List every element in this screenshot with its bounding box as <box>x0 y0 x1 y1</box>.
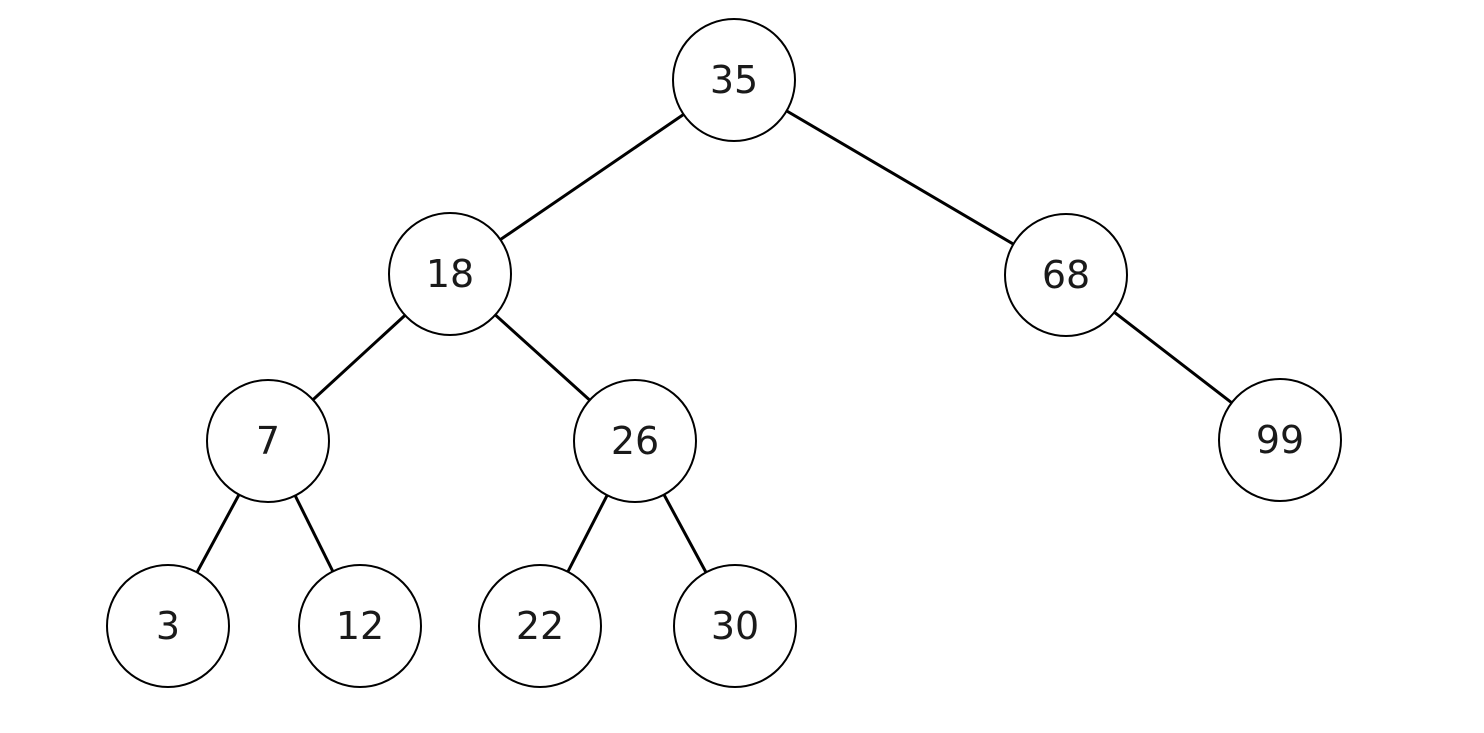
tree-node-99: 99 <box>1218 378 1342 502</box>
node-value: 22 <box>515 604 565 648</box>
tree-node-35: 35 <box>672 18 796 142</box>
node-value: 35 <box>709 58 759 102</box>
tree-node-26: 26 <box>573 379 697 503</box>
tree-node-12: 12 <box>298 564 422 688</box>
tree-node-7: 7 <box>206 379 330 503</box>
node-value: 18 <box>425 252 475 296</box>
tree-node-30: 30 <box>673 564 797 688</box>
node-value: 26 <box>610 419 660 463</box>
node-value: 68 <box>1041 253 1091 297</box>
node-value: 12 <box>335 604 385 648</box>
node-value: 7 <box>255 419 281 463</box>
edge-35-68 <box>733 78 1067 277</box>
tree-node-3: 3 <box>106 564 230 688</box>
tree-node-68: 68 <box>1004 213 1128 337</box>
tree-node-22: 22 <box>478 564 602 688</box>
node-value: 30 <box>710 604 760 648</box>
tree-node-18: 18 <box>388 212 512 336</box>
node-value: 3 <box>155 604 181 648</box>
node-value: 99 <box>1255 418 1305 462</box>
